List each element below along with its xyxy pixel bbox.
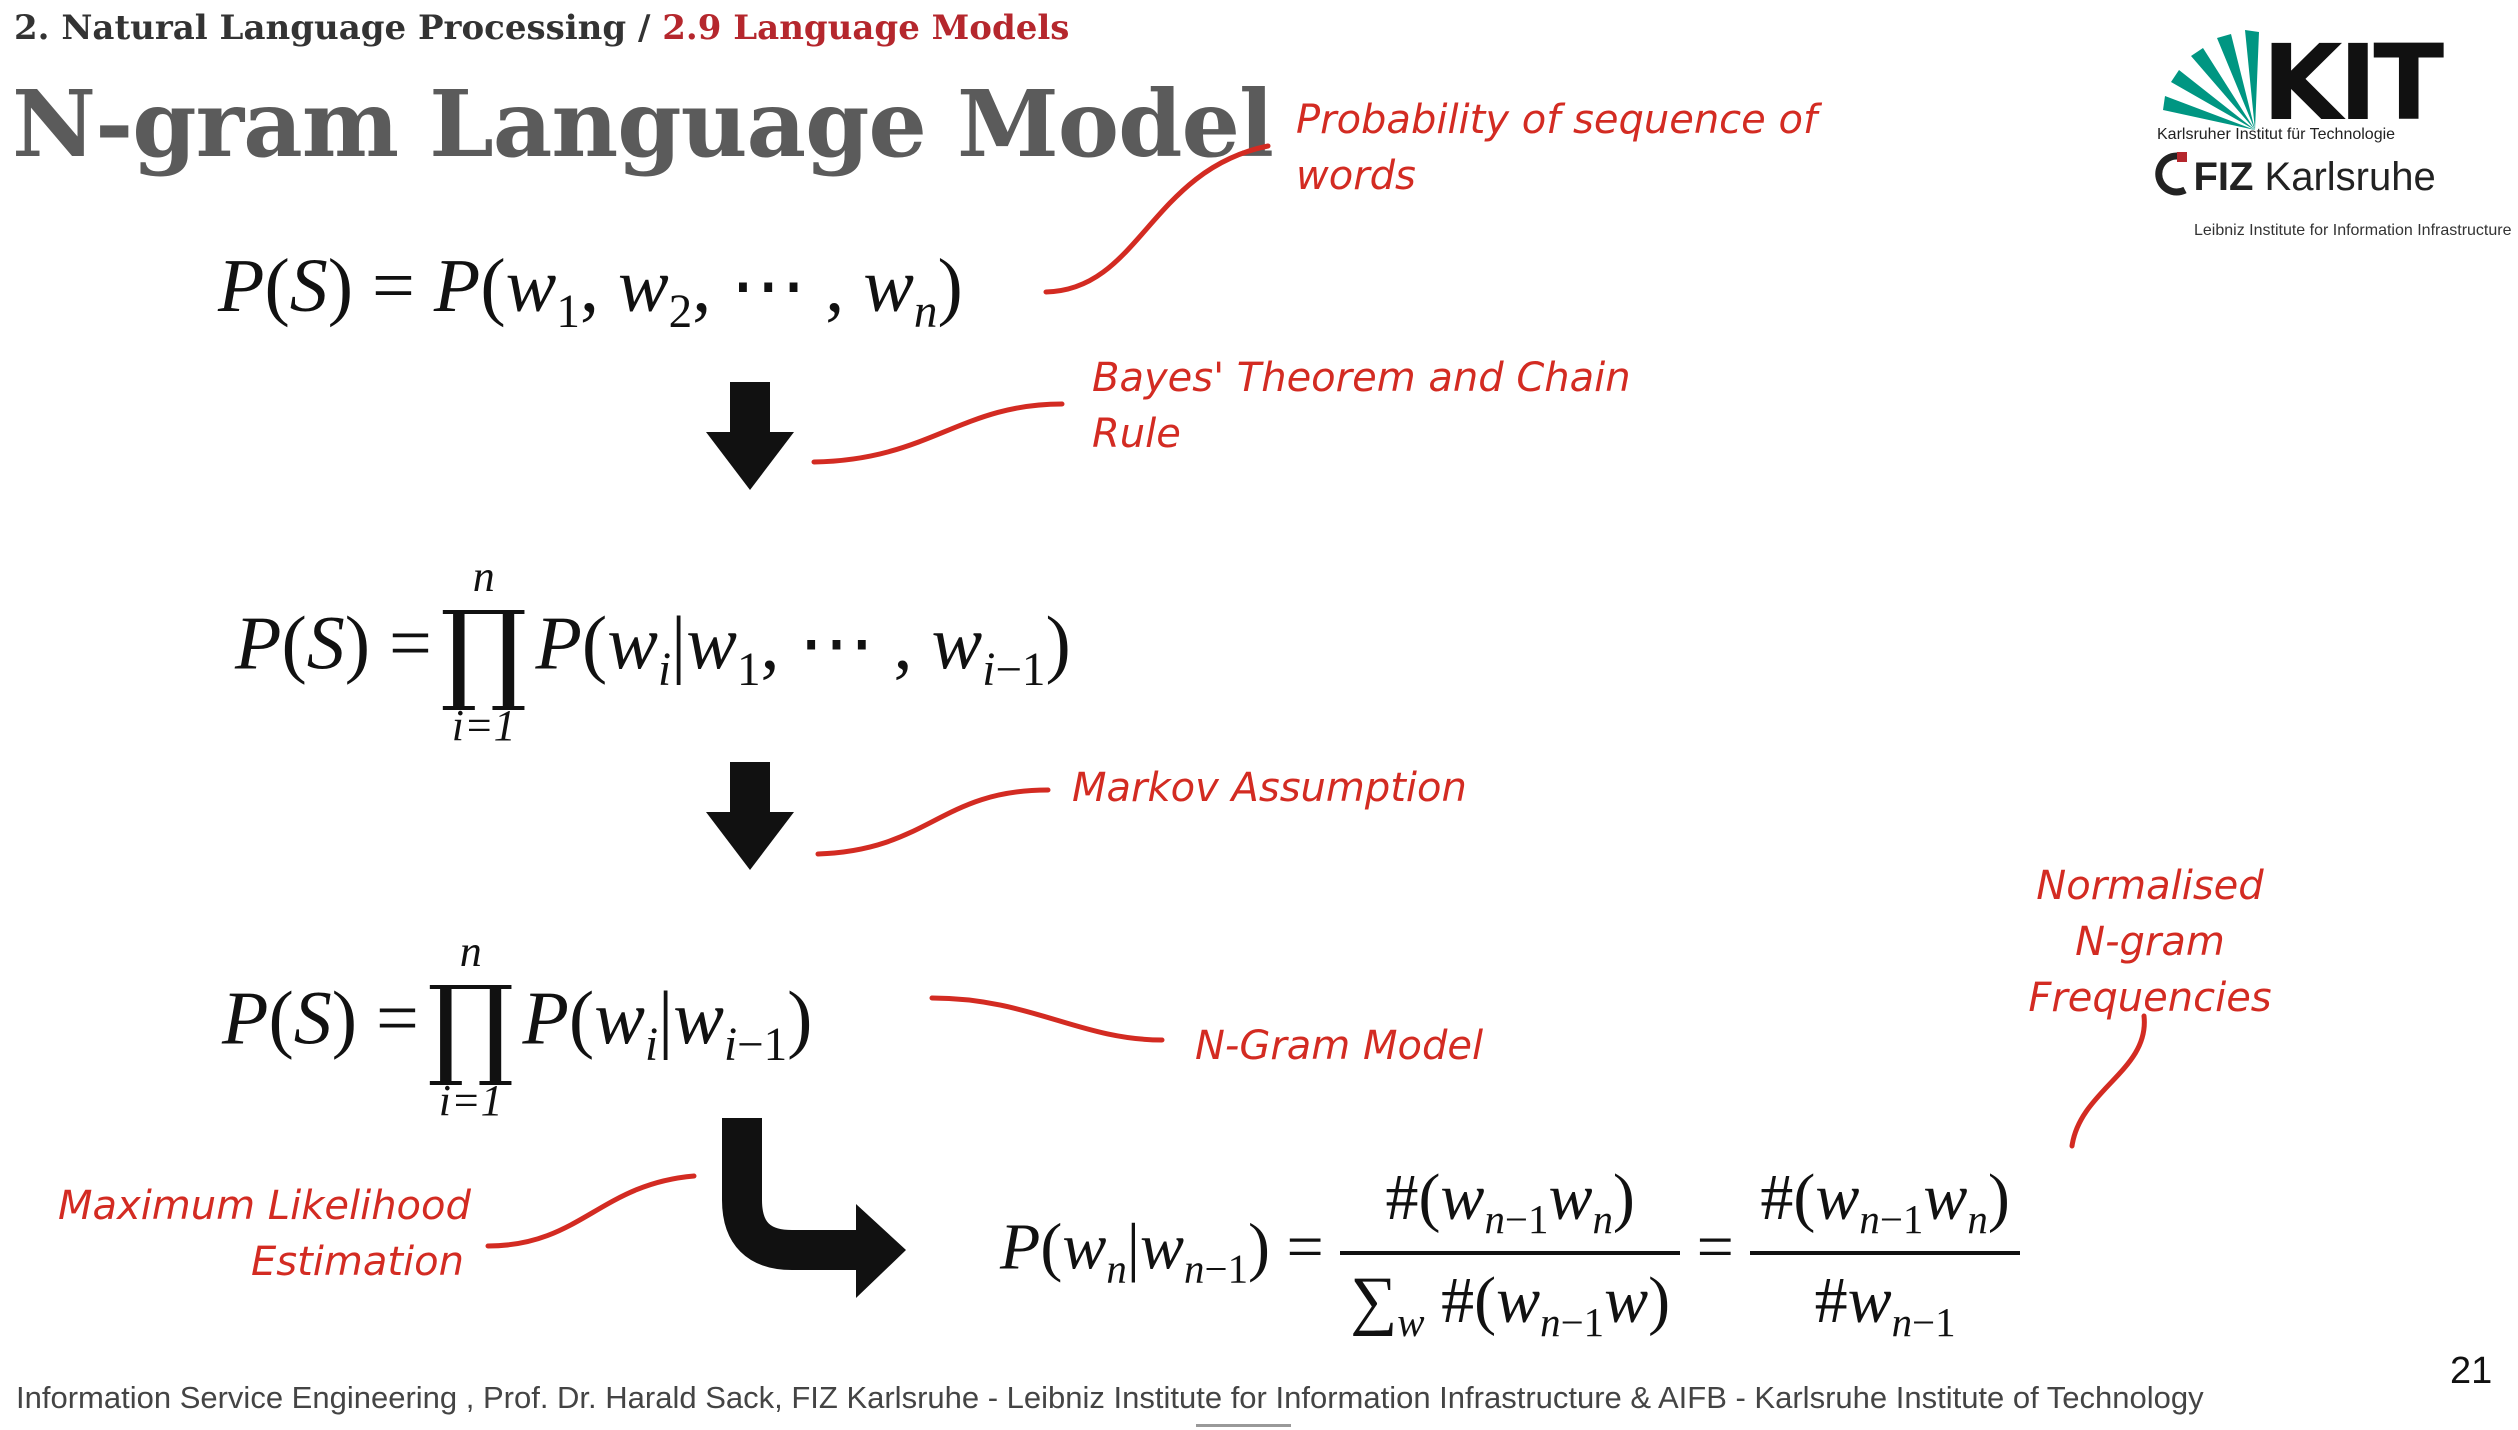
fiz-logo: FIZ Karlsruhe — [2155, 152, 2436, 200]
breadcrumb-current: 2.9 Language Models — [662, 8, 1070, 48]
slide-title: N-gram Language Model — [12, 70, 1274, 178]
annotation-bayes: Bayes' Theorem and Chain Rule — [1092, 350, 1631, 462]
annotation-sequence-probability: Probability of sequence of words — [1296, 92, 1817, 204]
page-number: 21 — [2450, 1350, 2493, 1392]
annotation-normalised-frequencies: Normalised N-gram Frequencies — [2000, 858, 2300, 1026]
fraction-sum: #(wn−1wn)∑w #(wn−1w) — [1340, 1160, 1681, 1346]
connector-bayes — [811, 401, 1065, 465]
breadcrumb-section: 2. Natural Language Processing — [14, 8, 627, 48]
annotation-line: Normalised — [2036, 863, 2264, 909]
breadcrumb: 2. Natural Language Processing / 2.9 Lan… — [14, 8, 1069, 48]
bent-arrow-icon — [722, 1118, 906, 1298]
kit-logo-text: KIT — [2262, 22, 2444, 144]
annotation-mle: Maximum Likelihood Estimation — [58, 1178, 471, 1290]
annotation-line: Estimation — [250, 1239, 464, 1285]
fiz-name-text: Karlsruhe — [2253, 155, 2436, 199]
connector-sequence — [1043, 143, 1271, 295]
connector-mle — [485, 1173, 697, 1249]
arrow-down-icon — [706, 762, 794, 870]
footer-text: Information Service Engineering , Prof. … — [16, 1380, 2204, 1415]
fiz-subtitle: Leibniz Institute for Information Infras… — [2194, 222, 2512, 239]
formula-mle: P(wn|wn−1) = #(wn−1wn)∑w #(wn−1w) = #(wn… — [1000, 1160, 2020, 1346]
annotation-line: N-gram — [2075, 919, 2225, 965]
footer-divider — [1196, 1424, 1291, 1427]
annotation-line: Bayes' Theorem and Chain — [1092, 355, 1631, 401]
fiz-mark-icon — [2155, 152, 2187, 196]
annotation-ngram-model: N-Gram Model — [1195, 1023, 1484, 1069]
connector-markov — [815, 787, 1051, 857]
breadcrumb-separator: / — [626, 8, 663, 48]
annotation-markov: Markov Assumption — [1072, 765, 1467, 811]
annotation-line: words — [1296, 153, 1416, 199]
annotation-line: Maximum Likelihood — [58, 1183, 471, 1229]
formula-sequence-probability: P(S) = P(w1, w2, ⋯ , wn) — [218, 244, 963, 339]
annotation-line: Rule — [1092, 411, 1181, 457]
kit-logo-fan-icon — [2163, 30, 2259, 130]
fraction-normalised: #(wn−1wn)#wn−1 — [1750, 1160, 2020, 1346]
kit-subtitle: Karlsruher Institut für Technologie — [2157, 126, 2396, 143]
annotation-line: Frequencies — [2028, 975, 2272, 1021]
annotation-line: Probability of sequence of — [1296, 97, 1818, 143]
connector-normalised — [2069, 1013, 2147, 1149]
connector-ngram — [929, 995, 1165, 1043]
fiz-bold-text: FIZ — [2193, 155, 2254, 199]
arrow-down-icon — [706, 382, 794, 490]
